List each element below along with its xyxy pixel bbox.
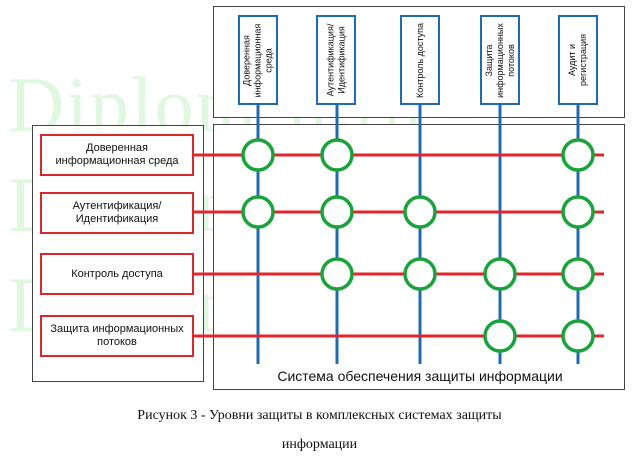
mechanism-label: Защита информационных потоков (483, 22, 516, 98)
intersection-node (320, 257, 354, 291)
intersection-node (483, 257, 517, 291)
mechanism-label: Аутентификация/ Идентификация (325, 23, 346, 97)
intersection-node (320, 195, 354, 229)
level-box-authentication: Аутентификация/ Идентификация (40, 192, 194, 234)
level-box-flow-protection: Защита информационных потоков (40, 315, 194, 357)
intersection-node (241, 138, 275, 172)
intersection-node (320, 138, 354, 172)
mechanism-box-audit: Аудит и регистрация (558, 15, 598, 105)
intersection-node (561, 319, 595, 353)
intersection-node (483, 319, 517, 353)
intersection-node (561, 257, 595, 291)
level-label: Аутентификация/ Идентификация (72, 200, 162, 225)
intersection-node (403, 257, 437, 291)
level-label: Защита информационных потоков (50, 323, 184, 348)
intersection-node (403, 195, 437, 229)
system-title: Система обеспечения защиты информации (277, 368, 563, 384)
mechanism-box-authentication: Аутентификация/ Идентификация (316, 15, 356, 105)
figure-caption-line-1: Рисунок 3 - Уровни защиты в комплексных … (137, 408, 502, 423)
level-box-trusted-environment: Доверенная информационная среда (40, 134, 194, 176)
level-box-access-control: Контроль доступа (40, 253, 194, 295)
figure-caption-line-2: информации (281, 437, 358, 452)
mechanism-box-trusted-environment: Доверенная информационная среда (238, 15, 278, 105)
intersection-node (241, 195, 275, 229)
mechanism-box-flow-protection: Защита информационных потоков (480, 15, 520, 105)
mechanism-label: Аудит и регистрация (567, 33, 589, 87)
mechanism-box-access-control: Контроль доступа (400, 15, 440, 105)
level-label: Контроль доступа (71, 267, 163, 280)
mechanism-label: Контроль доступа (414, 22, 425, 98)
mechanism-label: Доверенная информационная среда (241, 23, 274, 97)
intersection-node (561, 138, 595, 172)
level-label: Доверенная информационная среда (55, 142, 179, 167)
intersection-node (561, 195, 595, 229)
